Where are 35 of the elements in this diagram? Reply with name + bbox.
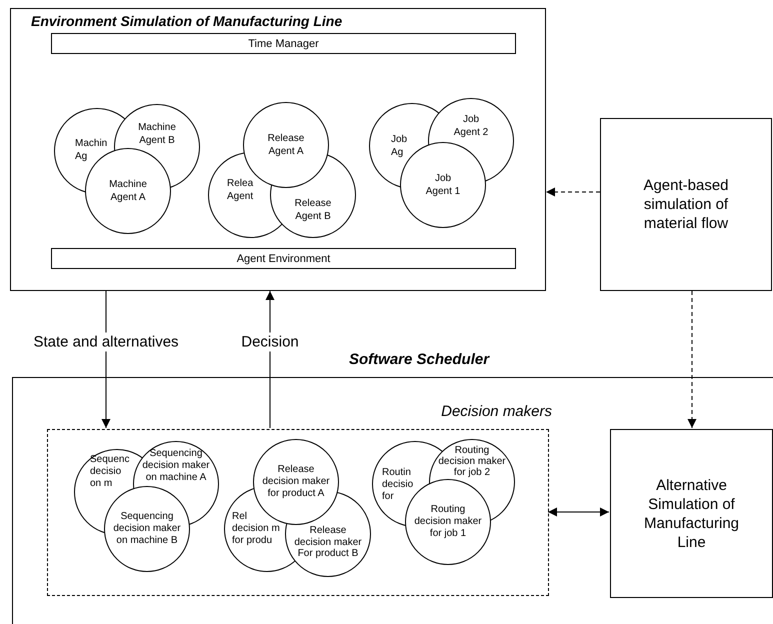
circle-label: Release decision maker For product B [293, 525, 363, 560]
circle-label: Machine Agent A [108, 178, 148, 204]
circle-label: Machine Agent B [137, 121, 177, 147]
circle-label: Job Ag [391, 133, 408, 159]
circle-label: Sequenc decisio on m [90, 454, 130, 490]
box-label: Agent-based simulation of material flow [642, 176, 730, 233]
circle-label: Release decision maker for product A [261, 464, 331, 500]
bar-label: Agent Environment [236, 252, 330, 264]
simulation-panel [10, 8, 546, 291]
circle-label: Machin Ag [75, 137, 108, 163]
circle-label: Sequencing decision maker on machine B [112, 511, 182, 547]
circle-label: Routin decisio for [382, 467, 414, 503]
panel-title: Software Scheduler [349, 351, 490, 368]
circle-label: Job Agent 2 [452, 113, 490, 139]
label-bar [51, 33, 516, 54]
box-label: Alternative Simulation of Manufacturing Line [642, 476, 740, 552]
edge-label: State and alternatives [31, 332, 181, 352]
circle-label: Routing decision maker for job 2 [437, 445, 507, 478]
process-box [600, 118, 772, 291]
label-bar [51, 248, 516, 269]
circle-label: Routing decision maker for job 1 [413, 504, 483, 540]
bar-label: Time Manager [248, 38, 319, 50]
circle-label: Job Agent 1 [424, 172, 462, 198]
circle-label: Relea Agent [227, 177, 254, 203]
circle-label: Release Agent B [294, 197, 332, 223]
circle-label: Release Agent A [266, 132, 306, 158]
panel-title: Environment Simulation of Manufacturing Line [31, 13, 342, 29]
process-box [610, 429, 773, 598]
circle-label: Sequencing decision maker on machine A [141, 448, 211, 484]
edge-label: Decision [239, 332, 301, 352]
panel-title: Decision makers [441, 403, 552, 420]
circle-label: Rel decision m for produ [232, 511, 281, 547]
arrow [546, 188, 600, 196]
arrow [548, 508, 610, 516]
arrow [688, 290, 696, 428]
